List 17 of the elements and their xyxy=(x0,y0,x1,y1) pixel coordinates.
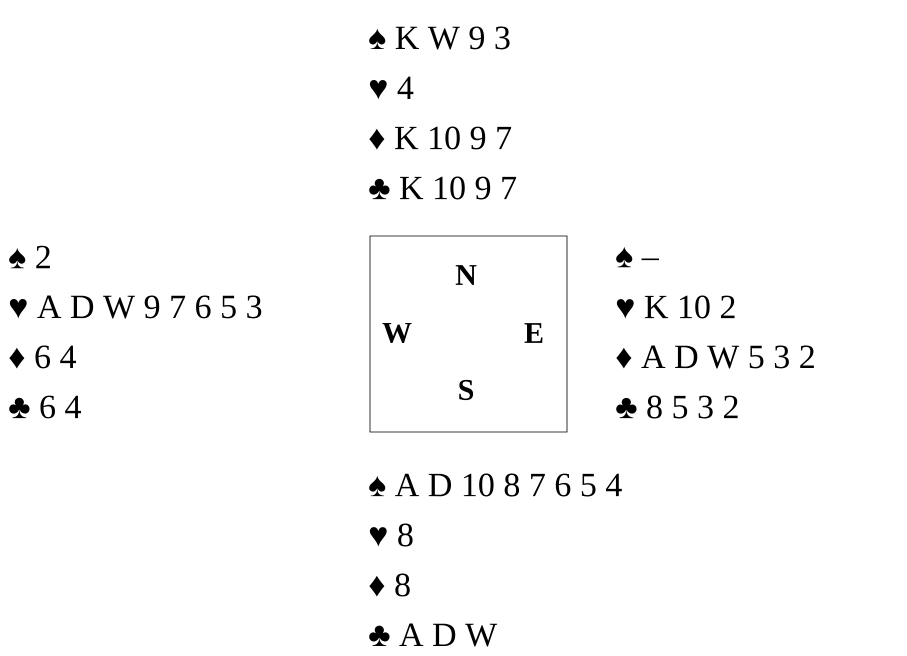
card-holding: ♥ 8 xyxy=(370,524,413,546)
card-holding: ♠ – xyxy=(616,246,659,268)
card-holding: ♣ 8 5 3 2 xyxy=(616,396,738,418)
card-holding: ♣ A D W xyxy=(369,624,498,646)
card-holding: ♦ A D W 5 3 2 xyxy=(616,346,814,369)
card-holding: ♥ K 10 2 xyxy=(616,296,735,318)
card-holding: ♦ K 10 9 7 xyxy=(369,126,512,150)
card-holding: ♠ K W 9 3 xyxy=(369,26,510,50)
card-holding: ♠ A D 10 8 7 6 5 4 xyxy=(369,474,622,496)
card-holding: ♥ 4 xyxy=(370,76,414,100)
card-holding: ♣ K 10 9 7 xyxy=(369,176,516,200)
card-holding: ♦ 8 xyxy=(369,574,410,597)
compass-box: N W E S xyxy=(370,236,568,432)
card-holding: ♣ 6 4 xyxy=(9,396,81,418)
card-holding: ♦ 6 4 xyxy=(9,346,76,368)
card-holding: ♠ 2 xyxy=(9,246,50,268)
card-holding: ♥ A D W 9 7 6 5 3 xyxy=(10,296,262,319)
